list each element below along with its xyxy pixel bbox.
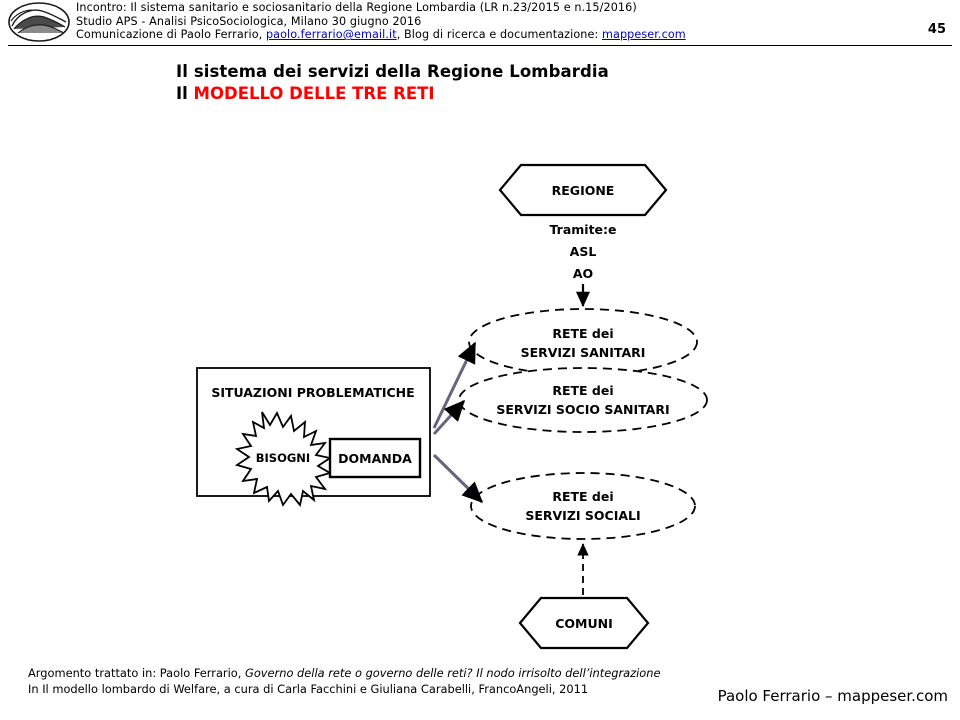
node-rete-servizi-sociali: RETE dei SERVIZI SOCIALI [470,472,696,540]
arrow-domanda-to-sanitari [432,341,477,429]
domanda-label: DOMANDA [338,451,412,466]
header-text-block: Incontro: Il sistema sanitario e sociosa… [76,1,776,42]
three-networks-diagram: REGIONE Tramite:e ASL AO RETE dei SERVIZ… [0,110,960,650]
tramite-line-1: Tramite:e [550,222,617,237]
page-title: Il sistema dei servizi della Regione Lom… [176,62,609,81]
situazioni-label: SITUAZIONI PROBLEMATICHE [211,385,414,400]
arrow-domanda-to-sociali [432,453,484,504]
rete-socio-line-1: RETE dei [552,383,613,398]
node-domanda: DOMANDA [328,437,422,479]
rete-sanitari-line-2: SERVIZI SANITARI [521,345,646,360]
footer-line-1-title: Governo della rete o governo delle reti?… [245,666,661,680]
node-regione: REGIONE [498,163,668,217]
footer-line-1: Argomento trattato in: Paolo Ferrario, G… [28,666,728,682]
footer-credit: Paolo Ferrario – mappeser.com [717,687,948,705]
header-line-3-text-a: Comunicazione di Paolo Ferrario, [76,28,266,42]
node-regione-label: REGIONE [552,183,615,198]
rete-sociali-line-1: RETE dei [552,489,613,504]
arrow-domanda-to-socio-sanitari [432,399,466,436]
node-comuni-label: COMUNI [555,616,613,631]
rete-sociali-line-2: SERVIZI SOCIALI [525,508,640,523]
footer-line-1-text: Argomento trattato in: Paolo Ferrario, [28,666,245,680]
rete-socio-line-2: SERVIZI SOCIO SANITARI [496,402,669,417]
node-comuni: COMUNI [518,596,650,650]
node-situazioni-problematiche: SITUAZIONI PROBLEMATICHE BISOGNI DOMANDA [196,367,431,508]
node-bisogni: BISOGNI [234,411,333,508]
page-footer: Argomento trattato in: Paolo Ferrario, G… [28,666,728,697]
page-number: 45 [927,22,946,37]
node-rete-servizi-socio-sanitari: RETE dei SERVIZI SOCIO SANITARI [458,367,708,433]
header-line-1: Incontro: Il sistema sanitario e sociosa… [76,1,637,14]
tramite-line-2: ASL [570,244,597,259]
tramite-line-3: AO [573,266,593,281]
page-header: Incontro: Il sistema sanitario e sociosa… [0,0,960,46]
subtitle-prefix: Il [176,84,194,103]
email-link[interactable]: paolo.ferrario@email.it [265,28,397,42]
subtitle-highlight: MODELLO DELLE TRE RETI [193,84,435,103]
header-line-3-text-b: , Blog di ricerca e documentazione: [396,28,602,42]
handshake-logo-icon [8,2,70,42]
header-line-2: Studio APS - Analisi PsicoSociologica, M… [76,14,422,28]
bisogni-label: BISOGNI [256,451,310,465]
header-divider [8,45,952,46]
node-rete-servizi-sanitari: RETE dei SERVIZI SANITARI [468,308,698,376]
footer-line-2: In Il modello lombardo di Welfare, a cur… [28,681,589,696]
blog-link[interactable]: mappeser.com [602,28,686,42]
header-line-3: Comunicazione di Paolo Ferrario, paolo.f… [76,28,776,42]
rete-sanitari-line-1: RETE dei [552,326,613,341]
page-subtitle: Il MODELLO DELLE TRE RETI [176,84,435,103]
